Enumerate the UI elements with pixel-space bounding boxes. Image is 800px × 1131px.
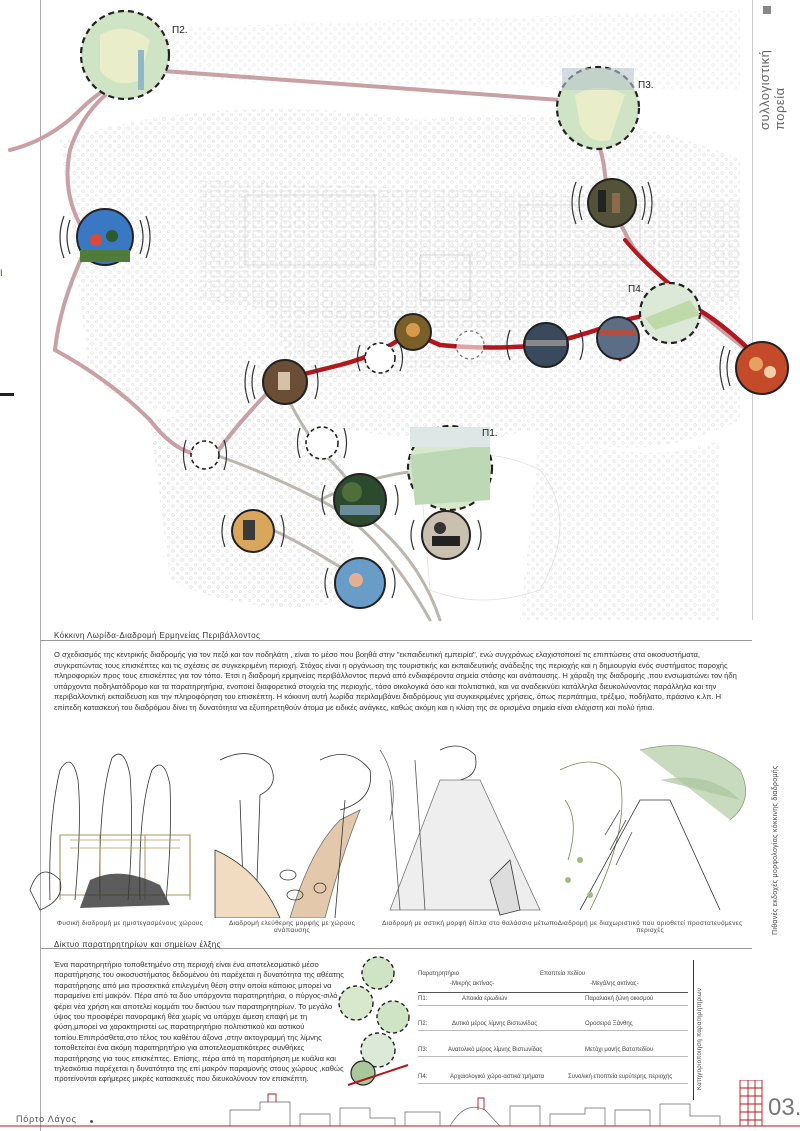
photo-stop — [596, 316, 640, 360]
sketch-caption-2: Διαδρομή ελεύθερης μορφής με χώρους ανάπ… — [228, 920, 356, 934]
photo-stop — [262, 359, 308, 405]
section1-rule — [40, 640, 752, 641]
table-side-label: Κατηγοριοποίηση παρατηρητηρίων — [697, 987, 703, 1090]
photo-stop — [421, 510, 471, 560]
signal-arcs — [59, 181, 731, 599]
observation-points: Π2. Π3. Π1. Π4. — [59, 9, 789, 609]
table-row-large: Παραλιακή ζώνη οικισμού — [585, 996, 654, 1002]
observatory-p2 — [79, 9, 171, 101]
table-header-col2: Εποπτεία πεδίου — [540, 971, 586, 977]
table-row-small: Αποικία ερωδιών — [462, 996, 508, 1002]
empty-stop — [364, 342, 396, 374]
left-dash — [0, 393, 14, 396]
sketch-natural-route — [29, 753, 191, 911]
sketch-freeform-route — [214, 753, 372, 918]
sketch-separated-route — [559, 745, 747, 911]
sketch-caption-3: Διαδρομή με αστική μορφή δίπλα στο θαλάσ… — [382, 920, 558, 927]
table-row-rule — [418, 1083, 688, 1084]
photo-stop — [333, 473, 387, 527]
photo-stop — [334, 557, 386, 609]
right-margin-rule — [752, 0, 753, 620]
sketch-caption-1: Φυσική διαδρομή με ημιστεγασμένους χώρου… — [56, 920, 204, 927]
label-p1: Π1. — [482, 428, 498, 439]
empty-stop — [455, 330, 485, 360]
section1-title: Κόκκινη Λωρίδα-Διαδρομή Ερμηνείας Περιβά… — [54, 631, 261, 640]
section2-body: Ένα παρατηρητήριο τοποθετημένο στη περιο… — [54, 960, 344, 1084]
table-row-large: Οροσειρά Ξάνθης — [585, 1021, 633, 1027]
left-margin-rule — [40, 0, 41, 1131]
table-header-col1: Παρατηρητήριο — [418, 971, 459, 977]
place-name: Πόρτο Λάγος — [16, 1114, 77, 1124]
empty-stop — [190, 440, 220, 470]
table-sub-large: -Μεγάλης ακτίνας- — [590, 981, 639, 987]
table-row-id: Π4: — [418, 1074, 428, 1080]
table-vertical-rule — [693, 960, 694, 1100]
photo-stop — [394, 313, 432, 351]
photo-stop — [231, 509, 275, 553]
table-row-small: Δυτικό μέρος λίμνης Βιστωνίδας — [452, 1021, 538, 1027]
table-row-id: Π1: — [418, 996, 428, 1002]
photo-stop — [76, 208, 134, 266]
observatory-p1 — [406, 424, 494, 512]
section2-title: Δίκτυο παρατηρητηρίων και σημείων έλξης — [54, 940, 221, 949]
skyline-strip — [0, 1080, 800, 1127]
table-row-large: Συνολική εποπτεία ευρύτερης περιοχής — [568, 1074, 673, 1080]
section1-body: Ο σχεδιασμός της κεντρικής διαδρομής για… — [54, 650, 737, 712]
label-p3: Π3. — [638, 80, 654, 91]
observatory-p4 — [638, 281, 702, 345]
table-row-rule — [418, 1005, 688, 1006]
site-map: Π2. Π3. Π1. Π4. — [8, 9, 789, 622]
label-p4: Π4. — [628, 284, 644, 295]
table-row-small: Αρχαιολογικό χώρο-αστικά τμήματα — [450, 1074, 545, 1080]
table-row-id: Π2: — [418, 1021, 428, 1027]
section2-rule — [40, 948, 752, 949]
label-p2: Π2. — [172, 25, 188, 36]
table-row-rule — [418, 1056, 688, 1057]
table-sub-small: -Μικρής ακτίνας- — [450, 981, 495, 987]
table-row-small: Ανατολικό μέρος λίμνης Βιστωνίδας — [448, 1047, 543, 1053]
table-row-large: Μετόχι μονής Βατοπεδίου — [585, 1047, 654, 1053]
sketch-urban-route — [379, 745, 541, 916]
table-row-id: Π3: — [418, 1047, 428, 1053]
table-header-rule — [418, 992, 688, 993]
photo-stop — [587, 178, 637, 228]
place-dot — [90, 1120, 93, 1123]
route-sketches — [29, 745, 747, 918]
sketch-side-caption: Πιθανές εκδοχές μορφολογίας κόκκινης δια… — [772, 765, 779, 935]
sketch-caption-4: Διαδρομή με διαχωριστικό που οριοθετεί π… — [557, 920, 743, 934]
photo-stop — [523, 322, 569, 368]
observatory-cluster — [338, 956, 410, 1086]
observatory-p3 — [555, 65, 641, 151]
left-letter: ι — [0, 265, 3, 279]
photo-stop — [735, 341, 789, 395]
side-title-square — [763, 6, 771, 14]
page-number: 03. — [768, 1094, 800, 1121]
table-row-rule — [418, 1030, 688, 1031]
empty-stop — [305, 426, 339, 460]
